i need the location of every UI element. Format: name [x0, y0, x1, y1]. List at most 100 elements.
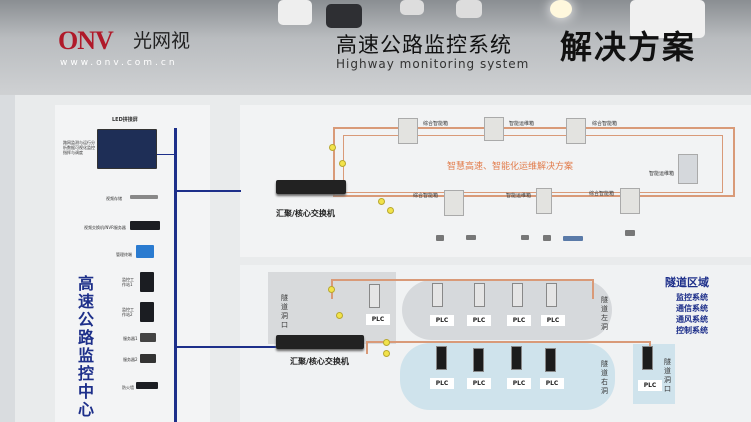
camera-icon	[625, 230, 635, 236]
sensor-icon	[543, 235, 551, 241]
fiber-node-icon	[387, 207, 394, 214]
plc-label: PLC	[467, 378, 491, 389]
device-label: 监控工作站1	[122, 277, 134, 287]
plc-device	[545, 348, 556, 372]
page-title-emphasis: 解决方案	[560, 28, 697, 66]
cabinet-label: 综合智能箱	[589, 191, 615, 197]
solution-label: 智慧高速、智能化运维解决方案	[447, 162, 574, 172]
device-label: 服务器2	[123, 357, 138, 362]
car	[400, 0, 424, 15]
bus-link-top	[176, 190, 241, 192]
tunnel-fiber-right	[366, 341, 651, 354]
plc-label: PLC	[467, 315, 491, 326]
plc-device	[511, 346, 522, 370]
plc-device	[473, 348, 484, 372]
system-item: 控制系统	[676, 326, 708, 335]
plc-label: PLC	[430, 378, 454, 389]
plc-label: PLC	[507, 315, 531, 326]
system-item: 通信系统	[676, 304, 708, 313]
fiber-node-icon	[383, 339, 390, 346]
fiber-node-icon	[383, 350, 390, 357]
fiber-node-icon	[328, 286, 335, 293]
core-switch-label: 汇聚/核心交换机	[276, 209, 335, 218]
device-label: 管理终端	[116, 252, 132, 257]
camera-icon	[521, 235, 529, 240]
monitoring-center-title: 高速公路监控中心	[78, 274, 95, 419]
workstation-2	[140, 302, 154, 322]
device-label: 视频交换机/NVR服务器	[84, 225, 126, 230]
car	[630, 0, 705, 38]
system-item: 监控系统	[676, 293, 708, 302]
device-label: 监控工作站2	[122, 307, 134, 317]
camera-icon	[436, 235, 444, 241]
tunnel-area-title: 隧道区域	[665, 276, 709, 289]
plc-device	[369, 284, 380, 308]
cabinet	[566, 118, 586, 144]
camera-icon	[466, 235, 476, 240]
fiber-node-icon	[339, 160, 346, 167]
device-label: 视频存储	[106, 196, 122, 201]
plc-device	[642, 346, 653, 370]
cabinet	[620, 188, 640, 214]
terminal-monitor	[136, 245, 154, 258]
center-bus-line	[174, 128, 177, 422]
core-switch-label: 汇聚/核心交换机	[290, 357, 349, 366]
cabinet	[678, 154, 698, 184]
right-bore-area	[400, 343, 615, 410]
brand-logo: ONV	[58, 26, 114, 55]
display-board-icon	[563, 236, 583, 241]
plc-label: PLC	[540, 378, 564, 389]
bus-link-bottom	[176, 346, 276, 348]
fiber-node-icon	[336, 312, 343, 319]
cabinet-label: 智能运维箱	[506, 193, 532, 199]
plc-label: PLC	[507, 378, 531, 389]
fiber-node-icon	[329, 144, 336, 151]
led-label: LED拼接屏	[112, 117, 138, 123]
street-light	[550, 0, 572, 18]
device-label: 服务器1	[123, 336, 138, 341]
cabinet	[536, 188, 552, 214]
core-switch-top	[276, 180, 346, 194]
cabinet	[398, 118, 418, 144]
nvr-device	[130, 221, 160, 230]
car	[456, 0, 482, 18]
device-label: 防火墙	[122, 385, 134, 390]
header-banner-photo	[0, 0, 751, 95]
plc-label: PLC	[541, 315, 565, 326]
portal-label: 隧道洞口	[281, 294, 288, 329]
car	[278, 0, 312, 25]
plc-device	[546, 283, 557, 307]
workstation-1	[140, 272, 154, 292]
plc-device	[512, 283, 523, 307]
plc-device	[436, 346, 447, 370]
portal-right-area	[633, 344, 675, 404]
firewall	[136, 382, 158, 389]
car	[326, 4, 362, 28]
system-item: 通风系统	[676, 315, 708, 324]
cabinet-label: 智能运维箱	[509, 121, 535, 127]
plc-label: PLC	[366, 314, 390, 325]
cabinet-label: 综合智能箱	[413, 193, 439, 199]
server-2	[140, 354, 156, 363]
brand-url: www.onv.com.cn	[60, 58, 178, 68]
led-wall-screen	[97, 129, 157, 169]
cabinet	[444, 190, 464, 216]
led-desc: 路网监测与运行分析数据可视化监控指挥与调度	[63, 140, 95, 155]
plc-label: PLC	[638, 380, 662, 391]
core-switch-tunnel	[276, 335, 364, 349]
plc-device	[474, 283, 485, 307]
right-bore-label: 隧道右洞	[601, 360, 608, 395]
bus-link	[157, 154, 175, 155]
cabinet-label: 综合智能箱	[423, 121, 449, 127]
tunnel-system-list: 监控系统 通信系统 通风系统 控制系统	[676, 292, 708, 336]
fiber-node-icon	[378, 198, 385, 205]
cabinet-label: 综合智能箱	[592, 121, 618, 127]
fiber-ring-outer	[333, 127, 735, 197]
plc-label: PLC	[430, 315, 454, 326]
page-subtitle: Highway monitoring system	[336, 57, 530, 71]
plc-device	[432, 283, 443, 307]
left-bore-label: 隧道左洞	[601, 296, 608, 331]
page-title: 高速公路监控系统	[336, 33, 512, 57]
storage-device	[130, 195, 158, 199]
cabinet-label: 智能运维箱	[649, 171, 675, 177]
